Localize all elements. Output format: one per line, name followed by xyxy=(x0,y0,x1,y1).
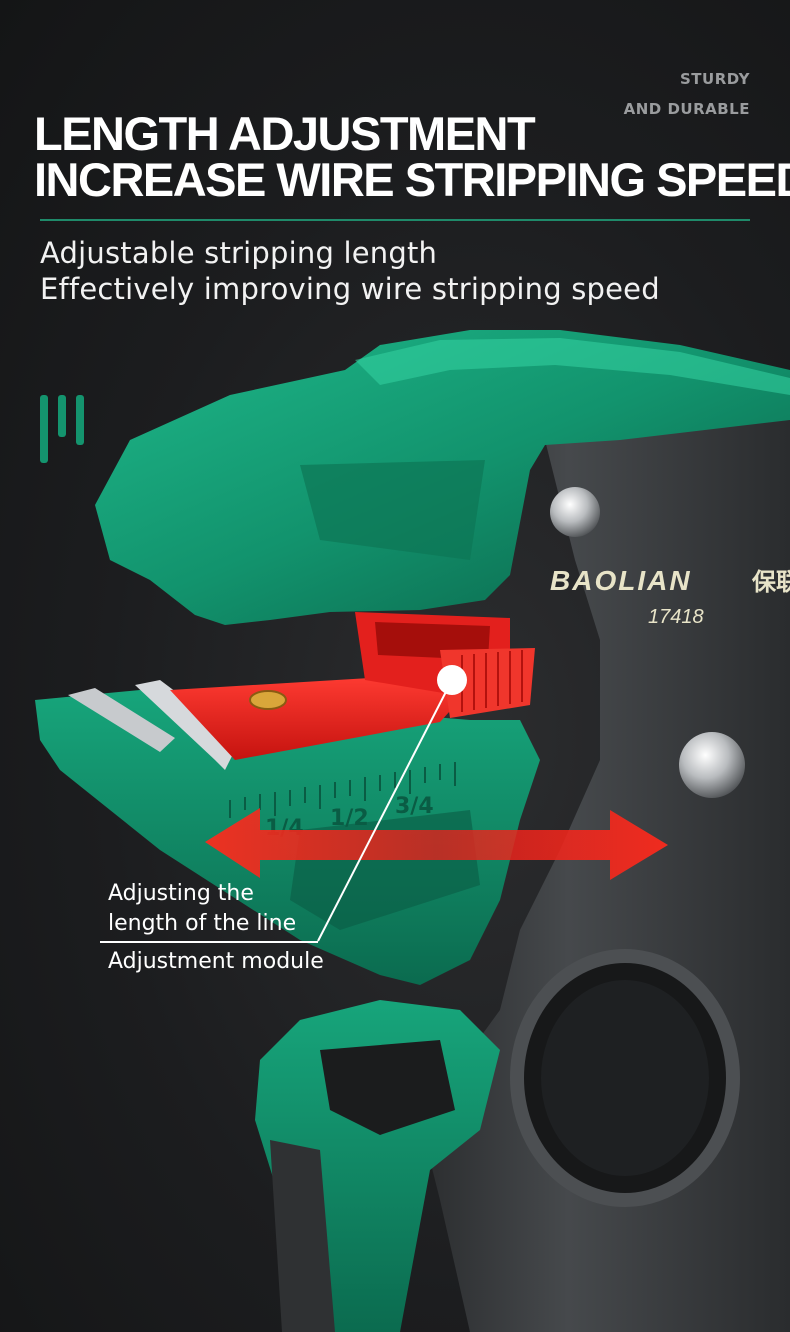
adjustment-knob xyxy=(440,648,535,718)
subtitle-line-1: Adjustable stripping length xyxy=(40,236,438,270)
accent-bar-3 xyxy=(76,395,84,445)
adjustment-slider xyxy=(170,675,460,760)
divider-rule xyxy=(40,219,750,221)
rivet-top-icon xyxy=(550,487,600,537)
callout-length-line-2: length of the line xyxy=(108,911,297,936)
headline-line-1: LENGTH ADJUSTMENT xyxy=(34,107,536,160)
model-number: 17418 xyxy=(648,606,704,628)
brass-screw-icon xyxy=(249,690,287,710)
hinge-recess xyxy=(320,1040,455,1135)
upper-jaw-highlight xyxy=(355,338,790,395)
callout-module: Adjustment module xyxy=(108,949,324,974)
tagline-sturdy: STURDY xyxy=(680,70,750,88)
tagline-durable: AND DURABLE xyxy=(623,100,750,118)
subtitle-line-2: Effectively improving wire stripping spe… xyxy=(40,272,660,306)
callout-dot-icon xyxy=(437,665,467,695)
callout-length-line-1: Adjusting the xyxy=(108,881,254,906)
scale-mark-three-quarter: 3/4 xyxy=(395,794,434,819)
double-arrow-icon xyxy=(205,808,668,880)
brand-logo-cjk: 保联 xyxy=(751,568,790,596)
brand-logo: BAOLIAN xyxy=(550,565,692,596)
accent-bar-1 xyxy=(40,395,48,463)
callout-pointer xyxy=(317,679,453,942)
blade-rear xyxy=(135,680,240,770)
handle-hole-inner xyxy=(541,980,709,1176)
upper-jaw-recess xyxy=(300,460,485,560)
blade-front xyxy=(68,688,175,752)
headline-line-2: INCREASE WIRE STRIPPING SPEED xyxy=(34,153,790,206)
length-scale xyxy=(229,762,456,818)
callout-underline xyxy=(100,941,318,943)
rivet-middle-icon xyxy=(679,732,745,798)
lower-handle-metal xyxy=(270,1140,335,1332)
accent-bar-2 xyxy=(58,395,66,437)
scale-mark-half: 1/2 xyxy=(330,806,369,831)
